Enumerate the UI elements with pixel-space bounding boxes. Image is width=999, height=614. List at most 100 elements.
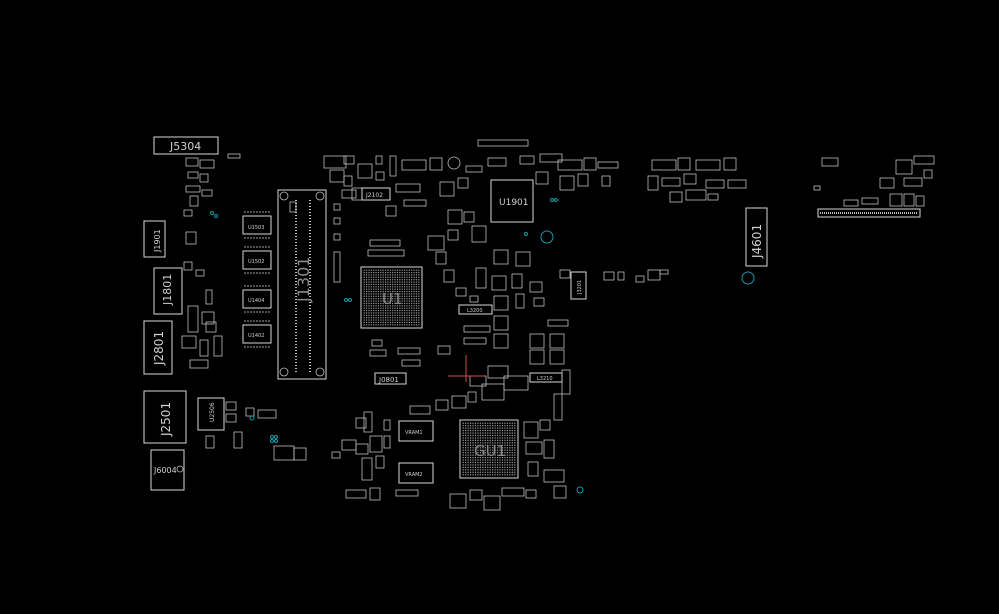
ic-u1404[interactable]: U1404 [242,289,272,309]
bga-ball [509,437,511,439]
bga-ball [411,319,413,321]
bga-ball [377,321,380,324]
bga-ball [403,295,406,297]
bga-ball [511,442,513,444]
bga-ball [370,276,372,278]
bga-ball [506,447,509,449]
bga-ball [474,447,477,449]
bga-ball [373,319,375,321]
bga-ball [406,298,408,300]
bga-ball [501,434,504,437]
bga-ball [411,283,413,286]
bga-ball [474,442,477,444]
bga-ball [363,314,365,316]
bga-ball [411,271,413,274]
bga-ball [494,432,496,434]
bga-ball [368,269,370,271]
bga-ball [494,427,496,429]
gpu-gu1[interactable]: GU1 [459,419,519,479]
bga-ball [396,314,399,316]
bga-ball [477,425,479,427]
bga-ball [384,312,387,314]
bga-ball [373,307,375,309]
passive-cluster-top-right [557,157,747,283]
ic-j0801[interactable]: J0801 [374,372,407,385]
connector-j2501[interactable]: J2501 [143,390,187,444]
bga-ball [370,300,372,302]
bga-ball [399,281,401,283]
connector-j1901[interactable]: J1901 [143,220,166,258]
bga-ball [399,305,401,307]
bga-ball [477,454,479,456]
connector-j6004[interactable]: J6004 [150,449,185,491]
bga-ball [382,286,384,288]
bga-ball [496,437,499,439]
ic-vram2[interactable]: VRAM2 [398,462,434,484]
connector-j4601[interactable]: J4601 [745,207,768,267]
bga-ball [363,271,365,274]
bga-ball [403,317,406,319]
connector-j2102[interactable]: J2102 [361,187,391,201]
bga-ball [472,464,474,466]
bga-ball [377,314,380,316]
bga-ball [467,461,469,464]
passive-cluster-left [181,153,307,461]
bga-ball [418,309,420,312]
bga-ball [408,298,410,300]
bga-ball [487,439,489,442]
ic-u1502[interactable]: U1502 [242,250,272,270]
bga-ball [499,444,501,446]
bga-ball [411,302,413,305]
bga-ball [380,288,382,290]
bga-ball [511,471,513,473]
ic-u1901[interactable]: U1901 [490,179,534,223]
bga-ball [396,274,399,276]
bga-ball [509,471,511,473]
bga-ball [506,434,509,437]
ic-u1503[interactable]: U1503 [242,215,272,235]
bga-ball [415,312,418,314]
label-j2102: J2102 [365,192,383,199]
bga-ball [509,452,511,454]
bga-ball [399,314,401,316]
bga-ball [494,449,496,451]
inductor-l3210[interactable]: L3210 [529,372,563,383]
ic-u2506[interactable]: U2506 [197,397,225,431]
bga-ball [363,283,365,286]
bga-ball [365,276,368,278]
ic-u1402[interactable]: U1402 [242,324,272,344]
connector-j1801[interactable]: J1801 [153,267,183,315]
bga-ball [399,293,401,295]
connector-j1301[interactable]: J1301 [277,189,327,380]
bga-ball [387,290,389,293]
connector-j3201[interactable]: J3201 [570,271,587,300]
bga-ball [368,290,370,293]
inductor-l3200[interactable]: L3200 [458,304,493,315]
bga-ball [514,464,516,466]
bga-ball [377,300,380,302]
cpu-u1[interactable]: U1 [360,266,423,329]
bga-ball [401,312,403,314]
bga-ball [382,271,384,274]
bga-ball [492,464,494,466]
bga-ball [506,427,509,429]
bga-ball [394,305,396,307]
bga-ball [365,321,368,324]
connector-j2801[interactable]: J2801 [143,320,173,375]
bga-ball [377,309,380,312]
bga-ball [415,279,418,281]
bga-ball [396,324,399,326]
bga-ball [487,434,489,437]
bga-ball [489,466,491,469]
bga-ball [377,312,380,314]
bga-ball [408,269,410,271]
bga-ball [501,471,504,473]
bga-ball [387,269,389,271]
bga-ball [389,283,391,286]
bga-ball [415,293,418,295]
bga-ball [511,432,513,434]
bga-ball [373,321,375,324]
connector-j5304[interactable]: J5304 [153,136,219,155]
ic-vram1[interactable]: VRAM1 [398,420,434,442]
